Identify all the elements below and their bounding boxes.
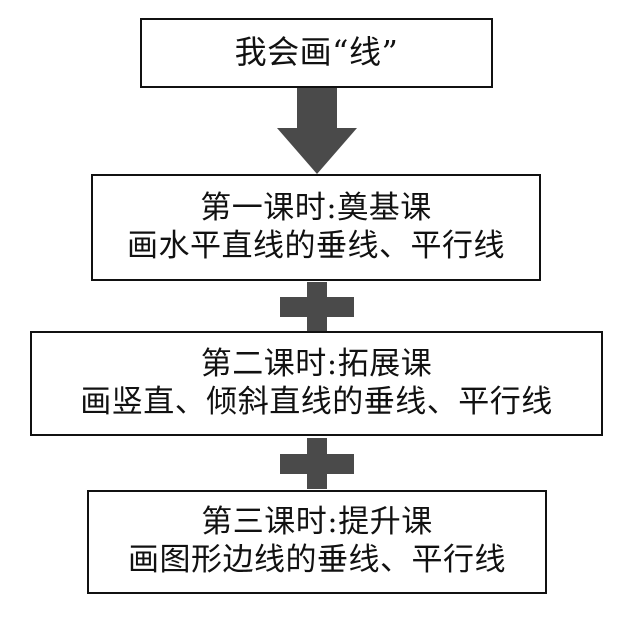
down-arrow-icon — [277, 88, 357, 174]
title-text: 我会画“线” — [234, 33, 399, 72]
plus-icon — [280, 438, 354, 489]
lesson-box-1: 第一课时:奠基课 画水平直线的垂线、平行线 — [91, 174, 541, 281]
lesson-1-heading: 第一课时:奠基课 — [200, 189, 432, 226]
lesson-1-content: 画水平直线的垂线、平行线 — [127, 227, 505, 264]
lesson-box-2: 第二课时:拓展课 画竖直、倾斜直线的垂线、平行线 — [30, 331, 603, 436]
title-box: 我会画“线” — [140, 18, 493, 88]
plus-icon — [280, 282, 354, 331]
lesson-2-heading: 第二课时:拓展课 — [200, 345, 433, 382]
lesson-2-content: 画竖直、倾斜直线的垂线、平行线 — [80, 383, 553, 420]
lesson-3-content: 画图形边线的垂线、平行线 — [128, 542, 506, 578]
lesson-3-heading: 第三课时:提升课 — [201, 504, 433, 541]
lesson-box-3: 第三课时:提升课 画图形边线的垂线、平行线 — [87, 490, 547, 594]
